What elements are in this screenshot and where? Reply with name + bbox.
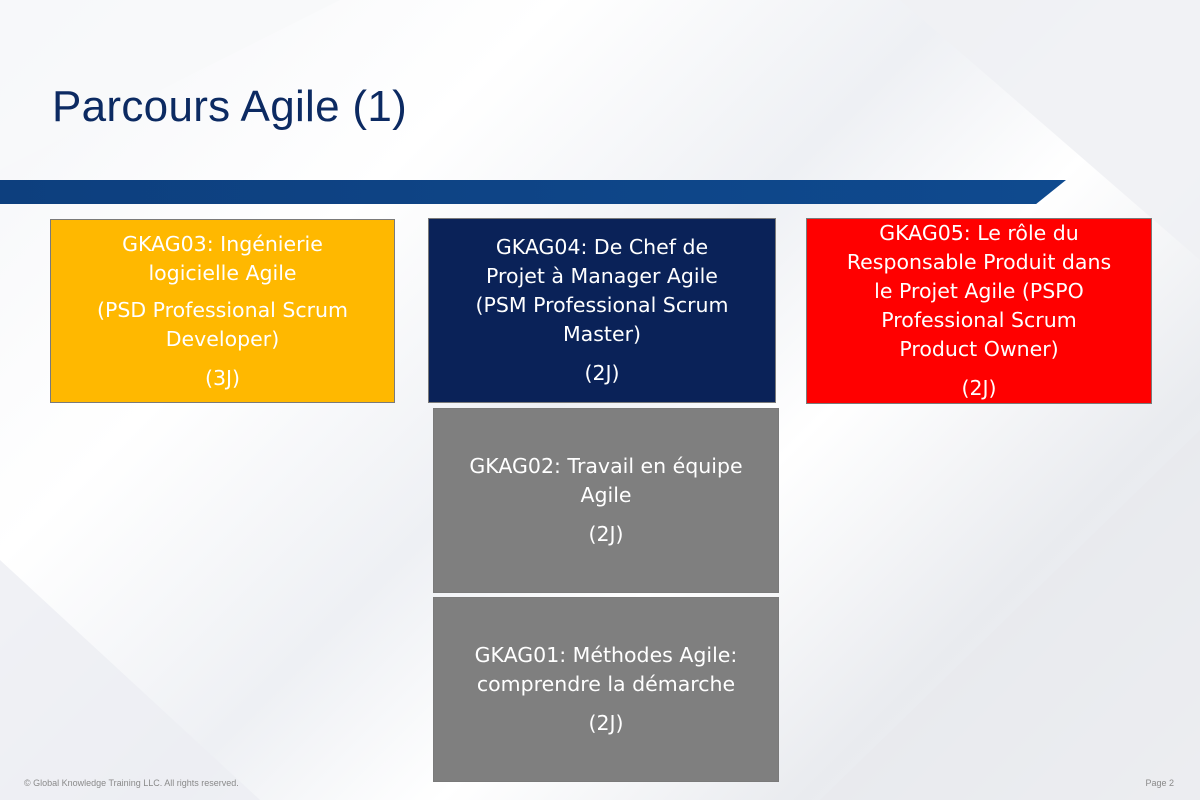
- course-card-gkag04: GKAG04: De Chef de Projet à Manager Agil…: [428, 218, 776, 403]
- course-duration: (3J): [204, 365, 241, 390]
- slide-title: Parcours Agile (1): [52, 82, 408, 131]
- course-duration: (2J): [588, 522, 624, 546]
- title-banner: [0, 180, 1066, 204]
- course-card-gkag02: GKAG02: Travail en équipe Agile (2J): [433, 408, 779, 593]
- course-name: GKAG05: Le rôle du Responsable Produit d…: [846, 221, 1112, 361]
- page-number: Page 2: [1145, 778, 1174, 788]
- course-name: GKAG02: Travail en équipe Agile: [469, 454, 743, 507]
- course-card-gkag03: GKAG03: Ingénierie logicielle Agile (PSD…: [50, 219, 395, 403]
- course-name: GKAG04: De Chef de Projet à Manager Agil…: [475, 235, 729, 346]
- course-card-gkag05: GKAG05: Le rôle du Responsable Produit d…: [806, 218, 1152, 404]
- course-duration: (2J): [961, 376, 997, 400]
- course-card-gkag01: GKAG01: Méthodes Agile: comprendre la dé…: [433, 597, 779, 782]
- course-name: GKAG03: Ingénierie logicielle Agile: [122, 231, 323, 285]
- course-duration: (2J): [588, 711, 624, 735]
- course-name: GKAG01: Méthodes Agile: comprendre la dé…: [474, 643, 738, 696]
- course-subtitle: (PSD Professional Scrum Developer): [96, 297, 349, 351]
- course-duration: (2J): [584, 361, 620, 385]
- copyright-footer: © Global Knowledge Training LLC. All rig…: [24, 778, 239, 788]
